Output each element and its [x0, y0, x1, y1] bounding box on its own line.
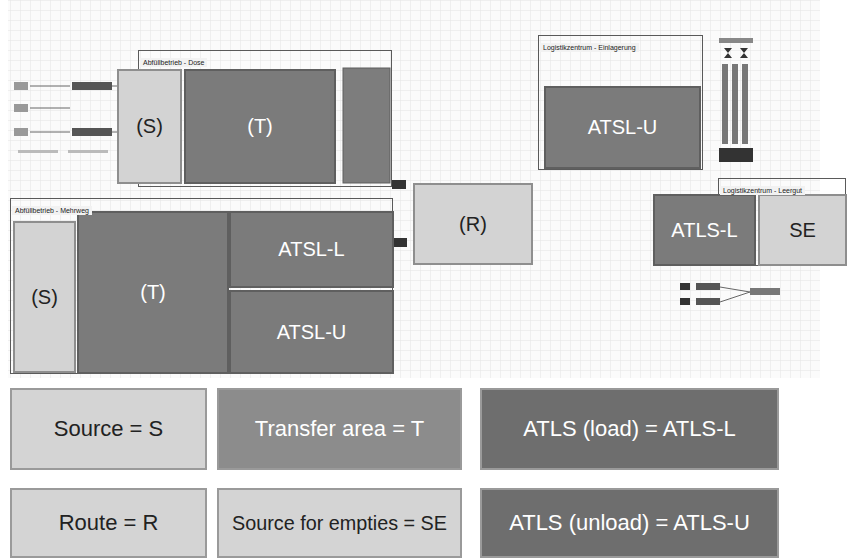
area-label: ATSL-L: [278, 238, 344, 261]
area-label: ATSL-U: [277, 321, 347, 344]
area-label: ATLS-L: [671, 219, 737, 242]
area-label: SE: [789, 219, 816, 242]
source-block: (R): [413, 183, 533, 265]
empties-icons: [680, 283, 780, 305]
source-block: (S): [117, 69, 182, 184]
legend-text: ATLS (load) = ATLS-L: [523, 416, 736, 442]
area-label: (R): [459, 213, 487, 236]
group-frame: ATSL-U Logistikzentrum - Einlagerung: [538, 35, 703, 170]
source-block: SE: [758, 194, 847, 266]
source-icons: [14, 82, 118, 153]
transfer-block: ATSL-U: [544, 86, 701, 169]
legend-swatch: ATLS (unload) = ATLS-U: [480, 488, 779, 558]
transfer-block: (T): [184, 69, 336, 184]
area-label: (S): [136, 115, 163, 138]
group-title: Logistikzentrum - Leergut: [720, 186, 805, 195]
area-label: (T): [140, 281, 166, 304]
legend-swatch: Source for empties = SE: [217, 488, 462, 558]
grid: [8, 0, 820, 378]
transfer-block: (T): [77, 211, 229, 374]
transfer-block: ATSL-U: [229, 290, 394, 374]
group-title: Abfüllbetrieb - Mehrweg: [12, 206, 92, 215]
legend-text: Route = R: [59, 510, 159, 536]
area-label: (T): [247, 115, 273, 138]
transfer-block: ATSL-L: [229, 211, 394, 288]
group-frame: ATLS-LSELogistikzentrum - Leergut: [718, 178, 846, 266]
group-frame: (S) (T) Abfüllbetrieb - Dose: [138, 50, 392, 187]
source-block: (S): [13, 221, 76, 373]
storage-towers: [719, 38, 753, 162]
screen-ground: [8, 0, 820, 378]
area-label: ATSL-U: [588, 116, 658, 139]
buffer-block: [343, 68, 390, 183]
legend-text: ATLS (unload) = ATLS-U: [509, 510, 750, 536]
legend-text: Source = S: [54, 416, 163, 442]
area-label: (S): [31, 286, 58, 309]
group-frame: (S) (T) ATSL-L ATSL-U Abfüllbetrieb - Mehrwe…: [10, 198, 393, 374]
legend-swatch: Source = S: [10, 388, 207, 470]
group-title: Logistikzentrum - Einlagerung: [540, 43, 639, 52]
transfer-block: ATLS-L: [653, 194, 756, 266]
legend-text: Transfer area = T: [255, 416, 424, 442]
legend-swatch: Transfer area = T: [217, 388, 462, 470]
legend-text: Source for empties = SE: [232, 512, 447, 535]
group-title: Abfüllbetrieb - Dose: [140, 58, 207, 67]
legend-swatch: Route = R: [10, 488, 207, 558]
legend-swatch: ATLS (load) = ATLS-L: [480, 388, 779, 470]
